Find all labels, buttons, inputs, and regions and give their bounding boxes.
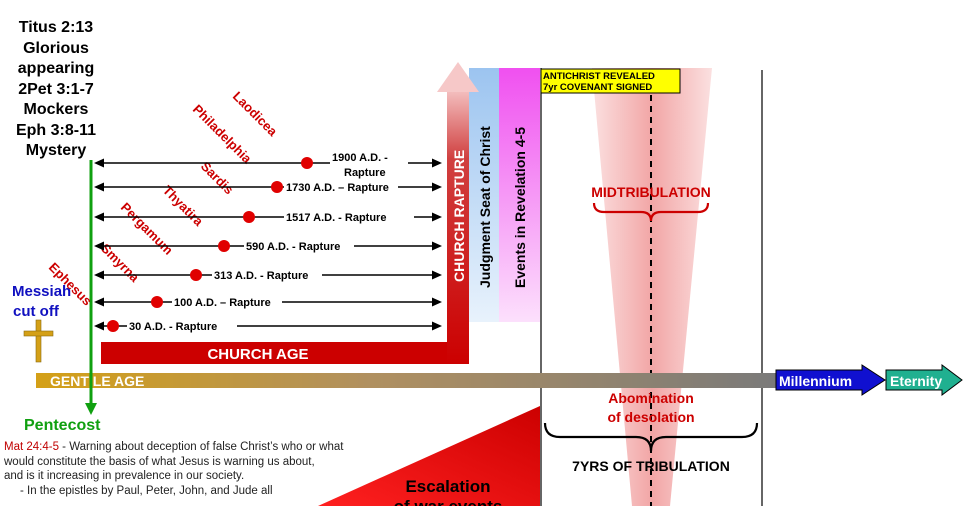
abomination-line2: of desolation	[607, 409, 694, 425]
cross-icon	[23, 319, 54, 363]
rapture-date-label: 590 A.D. - Rapture	[246, 241, 340, 253]
arrowhead-right	[432, 241, 442, 251]
church-name: Sardis	[198, 159, 237, 198]
escalation-triangle	[318, 406, 540, 506]
eternity-label: Eternity	[890, 373, 942, 389]
abomination-line1: Abomination	[608, 390, 694, 406]
pentecost-arrowhead	[85, 403, 97, 415]
millennium-arrow	[775, 364, 886, 396]
church-name: Thyatira	[160, 183, 207, 230]
escalation-line2: of war events	[394, 497, 503, 506]
church-name: Pergamum	[118, 200, 176, 258]
label-bg	[172, 295, 282, 308]
rapture-date-label: 313 A.D. - Rapture	[214, 270, 308, 282]
church-age-bar	[101, 342, 469, 364]
footnote-ref: Mat 24:4-5	[4, 441, 59, 453]
events-revelation-label: Events in Revelation 4-5	[512, 127, 528, 288]
church-rapture-bar	[447, 90, 469, 364]
church-rapture-arrowhead	[437, 62, 479, 92]
rapture-dot	[107, 320, 119, 332]
arrowhead-right	[432, 182, 442, 192]
gentile-age-bar	[36, 373, 778, 388]
ref-line: Mockers	[23, 101, 89, 118]
label-bg	[330, 150, 408, 179]
rapture-dot	[151, 296, 163, 308]
ref-line: appearing	[17, 60, 95, 77]
escalation-line1: Escalation	[405, 477, 490, 496]
rapture-dot	[190, 269, 202, 281]
rapture-date-label: Rapture	[344, 167, 386, 179]
rapture-dot	[218, 240, 230, 252]
ref-line: Mystery	[25, 142, 87, 159]
label-bg	[284, 180, 398, 193]
judgment-seat-band	[469, 68, 499, 322]
arrowhead-right	[432, 212, 442, 222]
footnote: Mat 24:4-5 - Warning about deception of …	[4, 440, 424, 498]
midtribulation-brace	[592, 202, 710, 222]
arrowhead-left	[94, 212, 104, 222]
arrowhead-right	[432, 158, 442, 168]
label-bg	[127, 319, 237, 332]
midtribulation-label: MIDTRIBULATION	[591, 184, 711, 200]
church-age-label: CHURCH AGE	[207, 346, 308, 363]
arrowhead-left	[94, 241, 104, 251]
church-rapture-label: CHURCH RAPTURE	[451, 150, 467, 282]
church-row: 1900 A.D. - Rapture Laodicea	[94, 89, 442, 179]
rapture-date-label: 1900 A.D. -	[332, 152, 388, 164]
judgment-seat-label: Judgment Seat of Christ	[477, 126, 493, 288]
rapture-dot	[243, 211, 255, 223]
rapture-date-label: 1517 A.D. - Rapture	[286, 212, 386, 224]
seven-years-brace	[543, 422, 759, 452]
arrowhead-right	[432, 270, 442, 280]
label-bg	[212, 268, 322, 281]
antichrist-banner	[540, 68, 681, 94]
arrowhead-left	[94, 321, 104, 331]
label-bg	[244, 239, 354, 252]
arrowhead-left	[94, 297, 104, 307]
messiah-label: Messiah	[12, 283, 71, 300]
rapture-date-label: 1730 A.D. – Rapture	[286, 182, 389, 194]
pentecost-label: Pentecost	[24, 417, 101, 434]
antichrist-banner-line1: ANTICHRIST REVEALED	[543, 71, 655, 82]
ref-line: Glorious	[23, 39, 89, 57]
arrowhead-left	[94, 270, 104, 280]
footnote-line: and is it increasing in prevalence in ou…	[4, 470, 245, 482]
cut-off-label: cut off	[13, 303, 60, 320]
scripture-references: Titus 2:13 Glorious appearing 2Pet 3:1-7…	[2, 18, 110, 162]
footnote-line: Mat 24:4-5 - Warning about deception of …	[4, 440, 424, 455]
gentile-age-label: GENTILE AGE	[50, 373, 144, 389]
eternity-arrow	[885, 364, 963, 396]
antichrist-banner-line2: 7yr COVENANT SIGNED	[543, 82, 652, 93]
ref-line: Eph 3:8-11	[15, 121, 97, 139]
arrowhead-left	[94, 158, 104, 168]
rapture-date-label: 100 A.D. – Rapture	[174, 297, 271, 309]
arrowhead-right	[432, 321, 442, 331]
rapture-date-label: 30 A.D. - Rapture	[129, 321, 217, 333]
church-row: 100 A.D. – Rapture Smyrna	[94, 241, 442, 309]
arrowhead-left	[94, 182, 104, 192]
church-name: Smyrna	[98, 241, 143, 286]
millennium-label: Millennium	[779, 373, 852, 389]
label-bg	[284, 210, 414, 223]
arrowhead-right	[432, 297, 442, 307]
footnote-text: - Warning about deception of false Chris…	[58, 441, 344, 453]
ref-line: Titus 2:13	[18, 19, 94, 36]
footnote-line: - In the epistles by Paul, Peter, John, …	[20, 484, 273, 497]
seven-years-label: 7YRS OF TRIBULATION	[572, 458, 730, 474]
rapture-dot	[271, 181, 283, 193]
ref-line: 2Pet 3:1-7	[18, 80, 94, 98]
footnote-line: would constitute the basis of what Jesus…	[4, 455, 315, 468]
rapture-dot	[301, 157, 313, 169]
church-name: Laodicea	[230, 89, 281, 140]
events-revelation-band	[499, 68, 540, 322]
